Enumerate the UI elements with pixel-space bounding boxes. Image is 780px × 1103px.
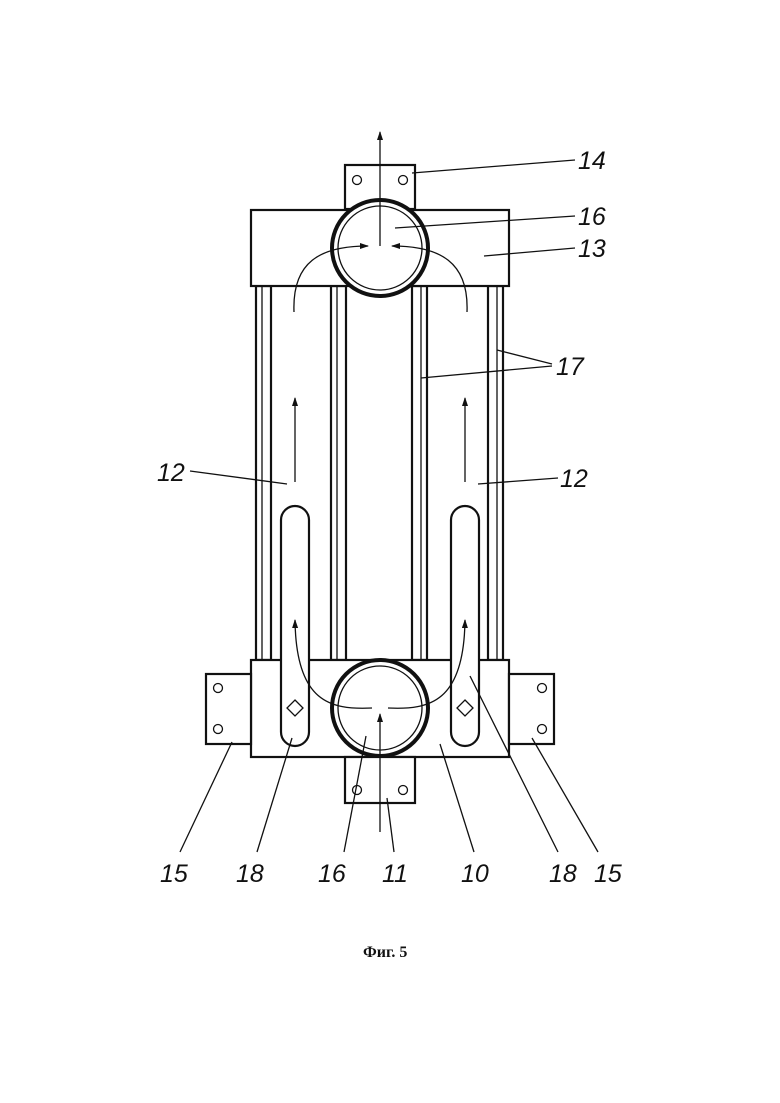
figure-caption: Фиг. 5 — [363, 944, 407, 961]
label-15-left: 15 — [160, 860, 188, 888]
right-side-bracket — [509, 674, 554, 744]
label-12-right: 12 — [560, 465, 588, 493]
left-inner-tube — [331, 286, 346, 660]
label-14: 14 — [578, 147, 606, 175]
right-inner-tube — [412, 286, 427, 660]
label-16-bottom: 16 — [318, 860, 346, 888]
label-11: 11 — [382, 860, 408, 888]
label-15-right: 15 — [594, 860, 622, 888]
label-17: 17 — [556, 353, 585, 381]
label-12-left: 12 — [157, 459, 185, 487]
left-side-bracket — [206, 674, 251, 744]
label-13: 13 — [578, 235, 606, 263]
left-outer-tube — [256, 286, 271, 660]
label-16-top: 16 — [578, 203, 606, 231]
label-18-left: 18 — [236, 860, 264, 888]
right-outer-tube — [488, 286, 503, 660]
label-18-right: 18 — [549, 860, 577, 888]
label-10: 10 — [461, 860, 489, 888]
